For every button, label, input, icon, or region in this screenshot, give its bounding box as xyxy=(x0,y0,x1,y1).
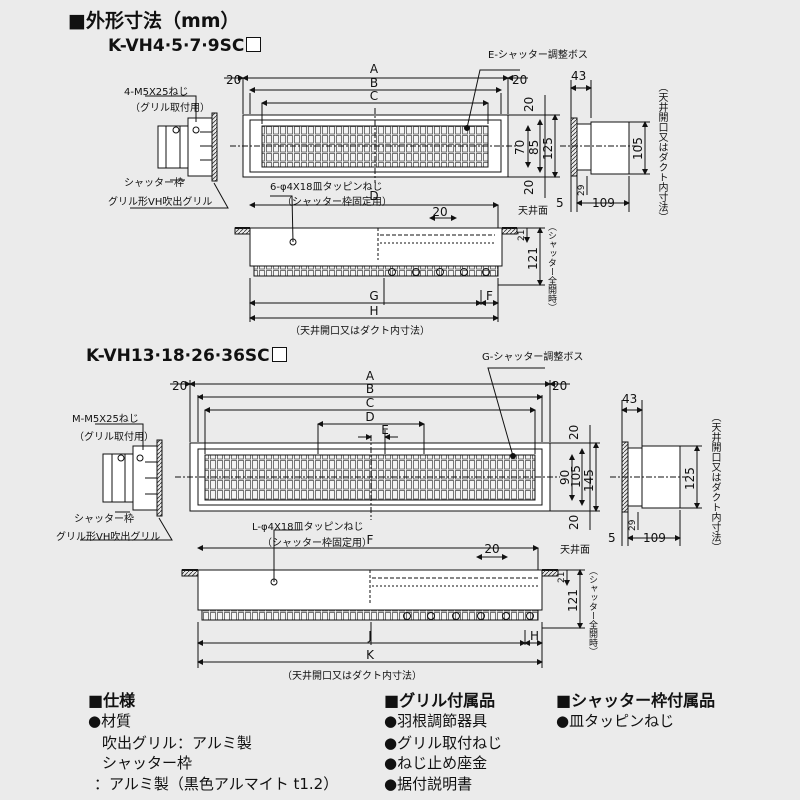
dim-29: 29 xyxy=(628,519,638,531)
grille-acc-item: ●グリル取付ねじ xyxy=(384,734,503,752)
dim-43: 43 xyxy=(571,69,586,83)
dim-21: 21 xyxy=(517,230,527,241)
dim-109: 109 xyxy=(592,196,615,210)
dim-k: K xyxy=(366,648,375,662)
tapping-note: （シャッター枠固定用） xyxy=(282,197,392,208)
dim-105: 105 xyxy=(631,137,645,160)
dim-90: 90 xyxy=(558,470,572,485)
spec-title: ■仕様 xyxy=(88,691,136,710)
screw-label: 4-M5X25ねじ xyxy=(124,87,189,98)
shutter-frame-label: シャッター枠 xyxy=(74,514,134,525)
tapping-label: L-φ4X18皿タッピンねじ xyxy=(252,522,364,533)
dim-20-bottom: 20 xyxy=(522,180,536,195)
dim-f: F xyxy=(367,533,374,547)
model-a-front-view xyxy=(224,69,560,198)
dim-145: 145 xyxy=(582,469,596,492)
dim-j: J xyxy=(367,629,372,643)
dim-85: 85 xyxy=(527,140,541,155)
dim-h: H xyxy=(530,629,539,643)
dim-f: F xyxy=(486,289,493,303)
dim-20-top: 20 xyxy=(522,97,536,112)
dim-20-left: 20 xyxy=(172,379,187,393)
model-b-section-view xyxy=(181,529,585,668)
dim-20-right: 20 xyxy=(552,379,567,393)
opening-label: （天井開口又はダクト内寸法） xyxy=(290,326,430,337)
dim-20-bottom: 20 xyxy=(567,515,581,530)
screw-label: M-M5X25ねじ xyxy=(72,414,139,425)
model-b-side-view-right xyxy=(610,400,702,546)
page-title: ■外形寸法（mm） xyxy=(68,10,240,32)
screw-note: （グリル取付用） xyxy=(130,103,210,114)
grille-label: グリル形VH吹出グリル xyxy=(56,532,161,543)
ceiling-label: 天井面 xyxy=(560,545,590,556)
dim-a: A xyxy=(370,62,379,76)
grille-acc-title: ■グリル付属品 xyxy=(384,691,496,710)
dim-5: 5 xyxy=(556,196,564,210)
dim-d: D xyxy=(365,410,374,424)
shutter-frame-label: シャッター枠 xyxy=(124,178,184,189)
model-b-name: K-VH13·18·26·36SC xyxy=(86,346,270,366)
full-open-label: （シャッター全開時） xyxy=(587,566,597,656)
model-suffix-box xyxy=(246,37,262,52)
dim-125: 125 xyxy=(683,467,697,490)
spec-line-1: 吹出グリル：アルミ製 xyxy=(102,734,252,752)
grille-acc-item: ●羽根調節器具 xyxy=(384,712,488,730)
opening-vertical-label: （天井開口又はダクト内寸法） xyxy=(656,82,667,222)
model-a-title: K-VH4·5·7·9SC xyxy=(108,36,262,56)
model-b-title: K-VH13·18·26·36SC xyxy=(86,346,287,366)
spec-line-2: シャッター枠 xyxy=(102,754,193,772)
dim-h: H xyxy=(369,304,378,318)
dim-29: 29 xyxy=(577,184,587,196)
dim-20-top: 20 xyxy=(567,425,581,440)
dim-b: B xyxy=(370,76,378,90)
shutter-acc-title: ■シャッター枠付属品 xyxy=(556,691,716,710)
dim-20-left: 20 xyxy=(226,73,241,87)
dim-125: 125 xyxy=(541,137,555,160)
dim-20-pitch: 20 xyxy=(484,542,499,556)
tapping-label: 6-φ4X18皿タッピンねじ xyxy=(270,182,383,193)
grille-label: グリル形VH吹出グリル xyxy=(108,197,213,208)
model-suffix-box xyxy=(271,347,287,362)
dim-121: 121 xyxy=(566,589,580,612)
model-a-side-view-left xyxy=(130,95,229,209)
dim-e: E xyxy=(381,423,389,437)
dim-21: 21 xyxy=(557,572,567,583)
grille-acc-item: ●据付説明書 xyxy=(384,775,473,793)
model-a-name: K-VH4·5·7·9SC xyxy=(108,36,245,56)
dim-c: C xyxy=(366,396,374,410)
dim-g: G xyxy=(369,289,378,303)
opening-vertical-label: （天井開口又はダクト内寸法） xyxy=(709,412,720,552)
dim-109: 109 xyxy=(643,531,666,545)
dim-c: C xyxy=(370,89,378,103)
screw-note: （グリル取付用） xyxy=(74,432,154,443)
spec-line-3: ：アルミ製（黒色アルマイト t1.2） xyxy=(94,775,339,793)
model-a-section-view xyxy=(234,195,545,322)
model-b-side-view-left xyxy=(80,423,173,541)
dim-g-label: G-シャッター調整ボス xyxy=(482,350,583,363)
dim-105: 105 xyxy=(569,465,583,488)
dim-121: 121 xyxy=(526,247,540,270)
dim-20-pitch: 20 xyxy=(432,205,447,219)
dim-5: 5 xyxy=(608,531,616,545)
tapping-note: （シャッター枠固定用） xyxy=(262,538,372,549)
model-a-side-view-right xyxy=(560,80,650,212)
dim-d: D xyxy=(369,189,378,203)
model-b-front-view xyxy=(170,367,600,530)
dim-70: 70 xyxy=(513,140,527,155)
dim-a: A xyxy=(366,369,375,383)
grille-acc-item: ●ねじ止め座金 xyxy=(384,754,488,772)
ceiling-label: 天井面 xyxy=(518,206,548,217)
shutter-acc-item: ●皿タッピンねじ xyxy=(556,712,675,730)
dim-e-label: E-シャッター調整ボス xyxy=(488,48,588,61)
spec-material: ●材質 xyxy=(88,712,132,730)
dim-b: B xyxy=(366,382,374,396)
dim-43: 43 xyxy=(622,392,637,406)
full-open-label: （シャッター全開時） xyxy=(546,222,556,312)
opening-label: （天井開口又はダクト内寸法） xyxy=(282,671,422,682)
dim-20-right: 20 xyxy=(512,73,527,87)
